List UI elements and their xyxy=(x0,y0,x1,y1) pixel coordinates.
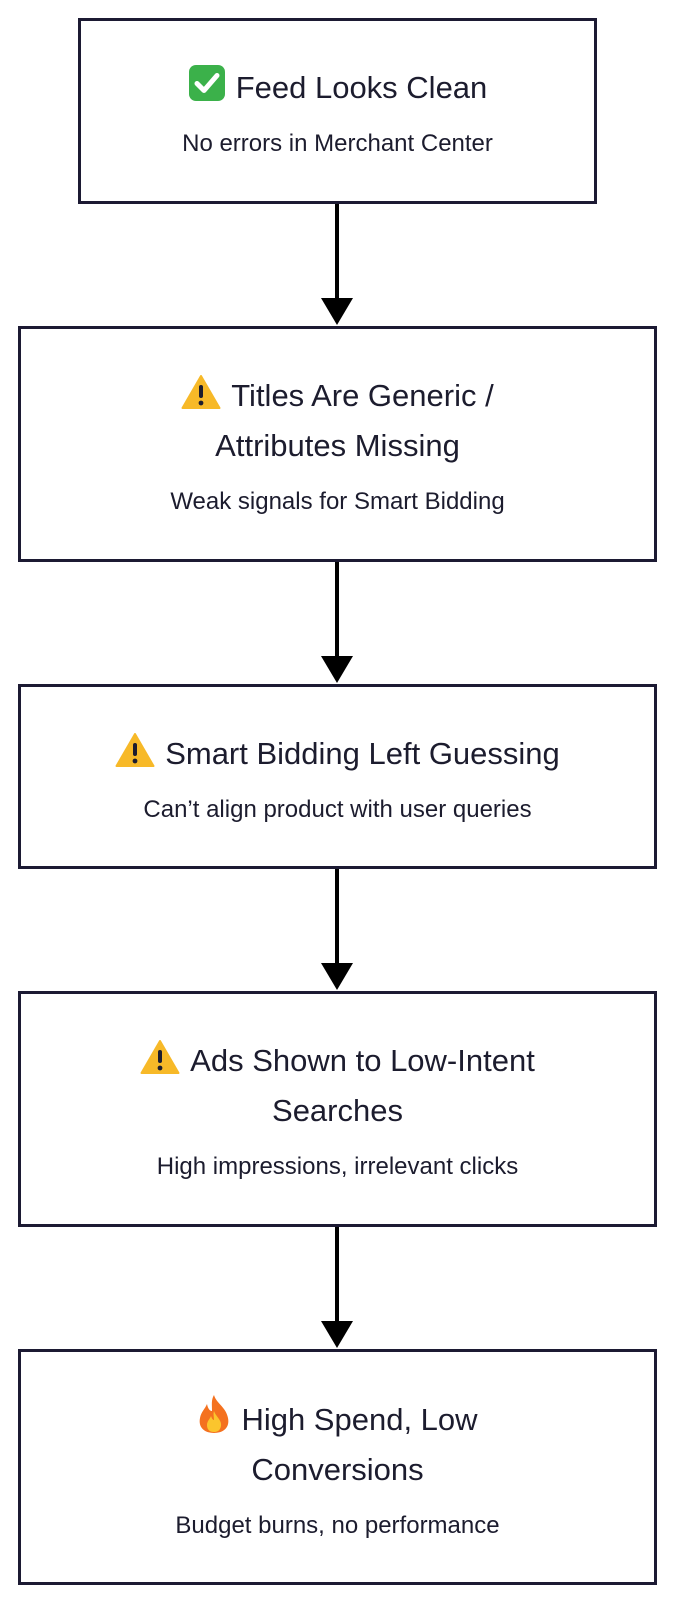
node-title-line: Titles Are Generic / xyxy=(231,378,494,413)
node-title: Attributes Missing xyxy=(215,421,460,471)
node-title-line: Searches xyxy=(272,1093,403,1128)
arrow-low-intent-to-high-spend xyxy=(321,1227,353,1348)
warning-icon xyxy=(115,732,155,768)
arrow-bidding-guessing-to-low-intent xyxy=(321,869,353,990)
node-subtitle: Weak signals for Smart Bidding xyxy=(170,488,505,515)
warning-icon xyxy=(140,1039,180,1075)
node-bidding-guessing: Smart Bidding Left Guessing Can’t align … xyxy=(18,684,657,869)
node-title: Feed Looks Clean xyxy=(188,63,488,113)
node-title-line: High Spend, Low xyxy=(241,1401,478,1437)
node-low-intent: Ads Shown to Low-Intent Searches High im… xyxy=(18,991,657,1227)
arrow-titles-generic-to-bidding-guessing xyxy=(321,562,353,683)
warning-icon xyxy=(181,374,221,410)
node-title: Searches xyxy=(272,1086,403,1136)
node-titles-generic: Titles Are Generic / Attributes Missing … xyxy=(18,326,657,562)
node-title: Titles Are Generic / xyxy=(181,371,494,421)
node-title: Conversions xyxy=(251,1445,423,1495)
node-title-line: Ads Shown to Low-Intent xyxy=(190,1043,535,1078)
node-title-line: Feed Looks Clean xyxy=(235,70,488,105)
node-title: High Spend, Low xyxy=(197,1394,478,1445)
node-high-spend: High Spend, Low Conversions Budget burns… xyxy=(18,1349,657,1585)
node-title-line: Attributes Missing xyxy=(215,428,460,463)
node-title: Smart Bidding Left Guessing xyxy=(115,729,560,779)
node-feed-clean: Feed Looks Clean No errors in Merchant C… xyxy=(78,18,597,204)
node-title-line: Smart Bidding Left Guessing xyxy=(165,735,560,771)
arrow-feed-clean-to-titles-generic xyxy=(321,204,353,325)
node-title-line: Conversions xyxy=(251,1451,424,1487)
node-subtitle: Can’t align product with user queries xyxy=(143,795,532,823)
check-mark-icon xyxy=(188,64,226,102)
fire-icon xyxy=(197,1394,231,1434)
node-subtitle: High impressions, irrelevant clicks xyxy=(156,1153,519,1180)
node-subtitle: Budget burns, no performance xyxy=(175,1511,500,1539)
node-title: Ads Shown to Low-Intent xyxy=(140,1036,535,1086)
node-subtitle: No errors in Merchant Center xyxy=(182,130,493,157)
